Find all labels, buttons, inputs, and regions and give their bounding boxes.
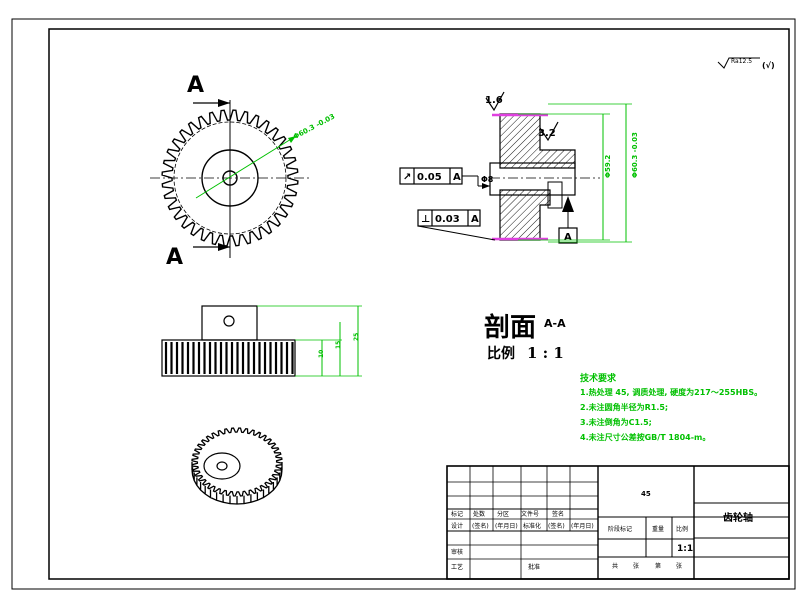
global-roughness-value: Ra12.5: [731, 58, 752, 65]
tech-note-2: 2.未注圆角半径为R1.5;: [580, 402, 668, 412]
sheet-outer-border: [11, 18, 796, 590]
sheet-inner-frame: [48, 28, 790, 580]
outer-diameter-1: Φ59.2: [604, 155, 612, 178]
approve-label: 批准: [528, 563, 540, 571]
outer-diameter-2: Φ60.3 -0.03: [631, 132, 639, 178]
runout-value: 0.05: [417, 172, 442, 183]
material-label: 45: [641, 490, 651, 498]
tb-h1-2: 分区: [497, 510, 509, 518]
section-marker-top: A: [187, 73, 230, 107]
tb-h1-4: 签名: [552, 510, 564, 518]
perpendicularity-value: 0.03: [435, 214, 460, 225]
section-marker-bottom-letter: A: [166, 245, 183, 270]
height-dim-1: 10: [318, 350, 325, 358]
ratio-label: 比例: [676, 525, 688, 533]
tb-h2-2: (年月日): [495, 522, 518, 530]
roughness-face-top: 1.6: [485, 95, 503, 106]
stage-label: 阶段标记: [608, 525, 632, 533]
section-marker-top-letter: A: [187, 73, 204, 98]
roughness-face-mid: 3.2: [538, 128, 556, 139]
tb-h2-5: (年月日): [571, 522, 594, 530]
title-block: [446, 465, 790, 580]
side-teeth-lines: [164, 342, 294, 374]
sheets-1: 张: [633, 562, 639, 570]
tb-h2-3: 标准化: [523, 522, 541, 530]
section-title-group: 剖面 A-A 比例 1 : 1: [484, 312, 566, 362]
global-roughness-symbol: Ra12.5 (√): [717, 57, 775, 70]
section-title: 剖面: [484, 312, 536, 343]
section-marker-bottom: A: [166, 243, 230, 270]
height-dim-2: 15: [335, 341, 342, 349]
part-name: 齿轮轴: [723, 511, 753, 524]
title-block-scale: 1:1: [677, 544, 693, 554]
tb-h2-0: 设计: [451, 522, 463, 530]
title-block-text: 45 齿轮轴 1:1 标记 处数 分区 文件号 签名 设计 (签名) (年月日)…: [451, 490, 753, 571]
sheets-3: 张: [676, 562, 682, 570]
technical-notes: 技术要求 1.热处理 45, 调质处理, 硬度为217～255HBS。 2.未注…: [580, 372, 762, 442]
section-view: 1.6 3.2 A Φ8 Φ59.2 Φ60.3 -0.03: [481, 91, 639, 244]
tb-h1-1: 处数: [473, 510, 485, 518]
gear-tip-diameter-label: Φ60.3 -0.03: [292, 112, 336, 141]
runout-symbol: ↗: [403, 172, 411, 183]
scale-value: 1 : 1: [527, 344, 564, 362]
sheets-0: 共: [612, 562, 618, 570]
bore-diameter-label: Φ8: [481, 175, 494, 184]
runout-datum: A: [453, 172, 461, 183]
scale-label: 比例: [487, 345, 515, 362]
review-label: 审核: [451, 548, 463, 556]
datum-label: A: [564, 232, 572, 243]
tb-h1-0: 标记: [451, 510, 463, 518]
tb-h2-1: (签名): [472, 522, 489, 530]
perpendicularity-tolerance-frame: ⊥ 0.03 A: [417, 209, 496, 241]
gear-side-view: 10 15 25: [161, 305, 362, 377]
tech-note-4: 4.未注尺寸公差按GB/T 1804-m。: [580, 432, 710, 442]
section-title-suffix: A-A: [544, 317, 566, 330]
weight-label: 重量: [652, 525, 664, 533]
height-dim-3: 25: [353, 333, 360, 341]
tb-h1-3: 文件号: [521, 510, 539, 518]
tb-h2-4: (签名): [548, 522, 565, 530]
process-label: 工艺: [451, 563, 463, 571]
tech-note-3: 3.未注倒角为C1.5;: [580, 417, 652, 427]
sheets-2: 第: [655, 562, 661, 570]
gear-front-view: Φ60.3 -0.03: [150, 100, 336, 258]
tech-notes-title: 技术要求: [580, 372, 617, 384]
perpendicularity-datum: A: [471, 214, 479, 225]
gear-isometric-view: [191, 427, 283, 505]
global-roughness-paren: (√): [762, 61, 775, 70]
perpendicularity-symbol: ⊥: [421, 214, 430, 225]
runout-tolerance-frame: ↗ 0.05 A: [399, 167, 490, 189]
tech-note-1: 1.热处理 45, 调质处理, 硬度为217～255HBS。: [580, 387, 762, 397]
